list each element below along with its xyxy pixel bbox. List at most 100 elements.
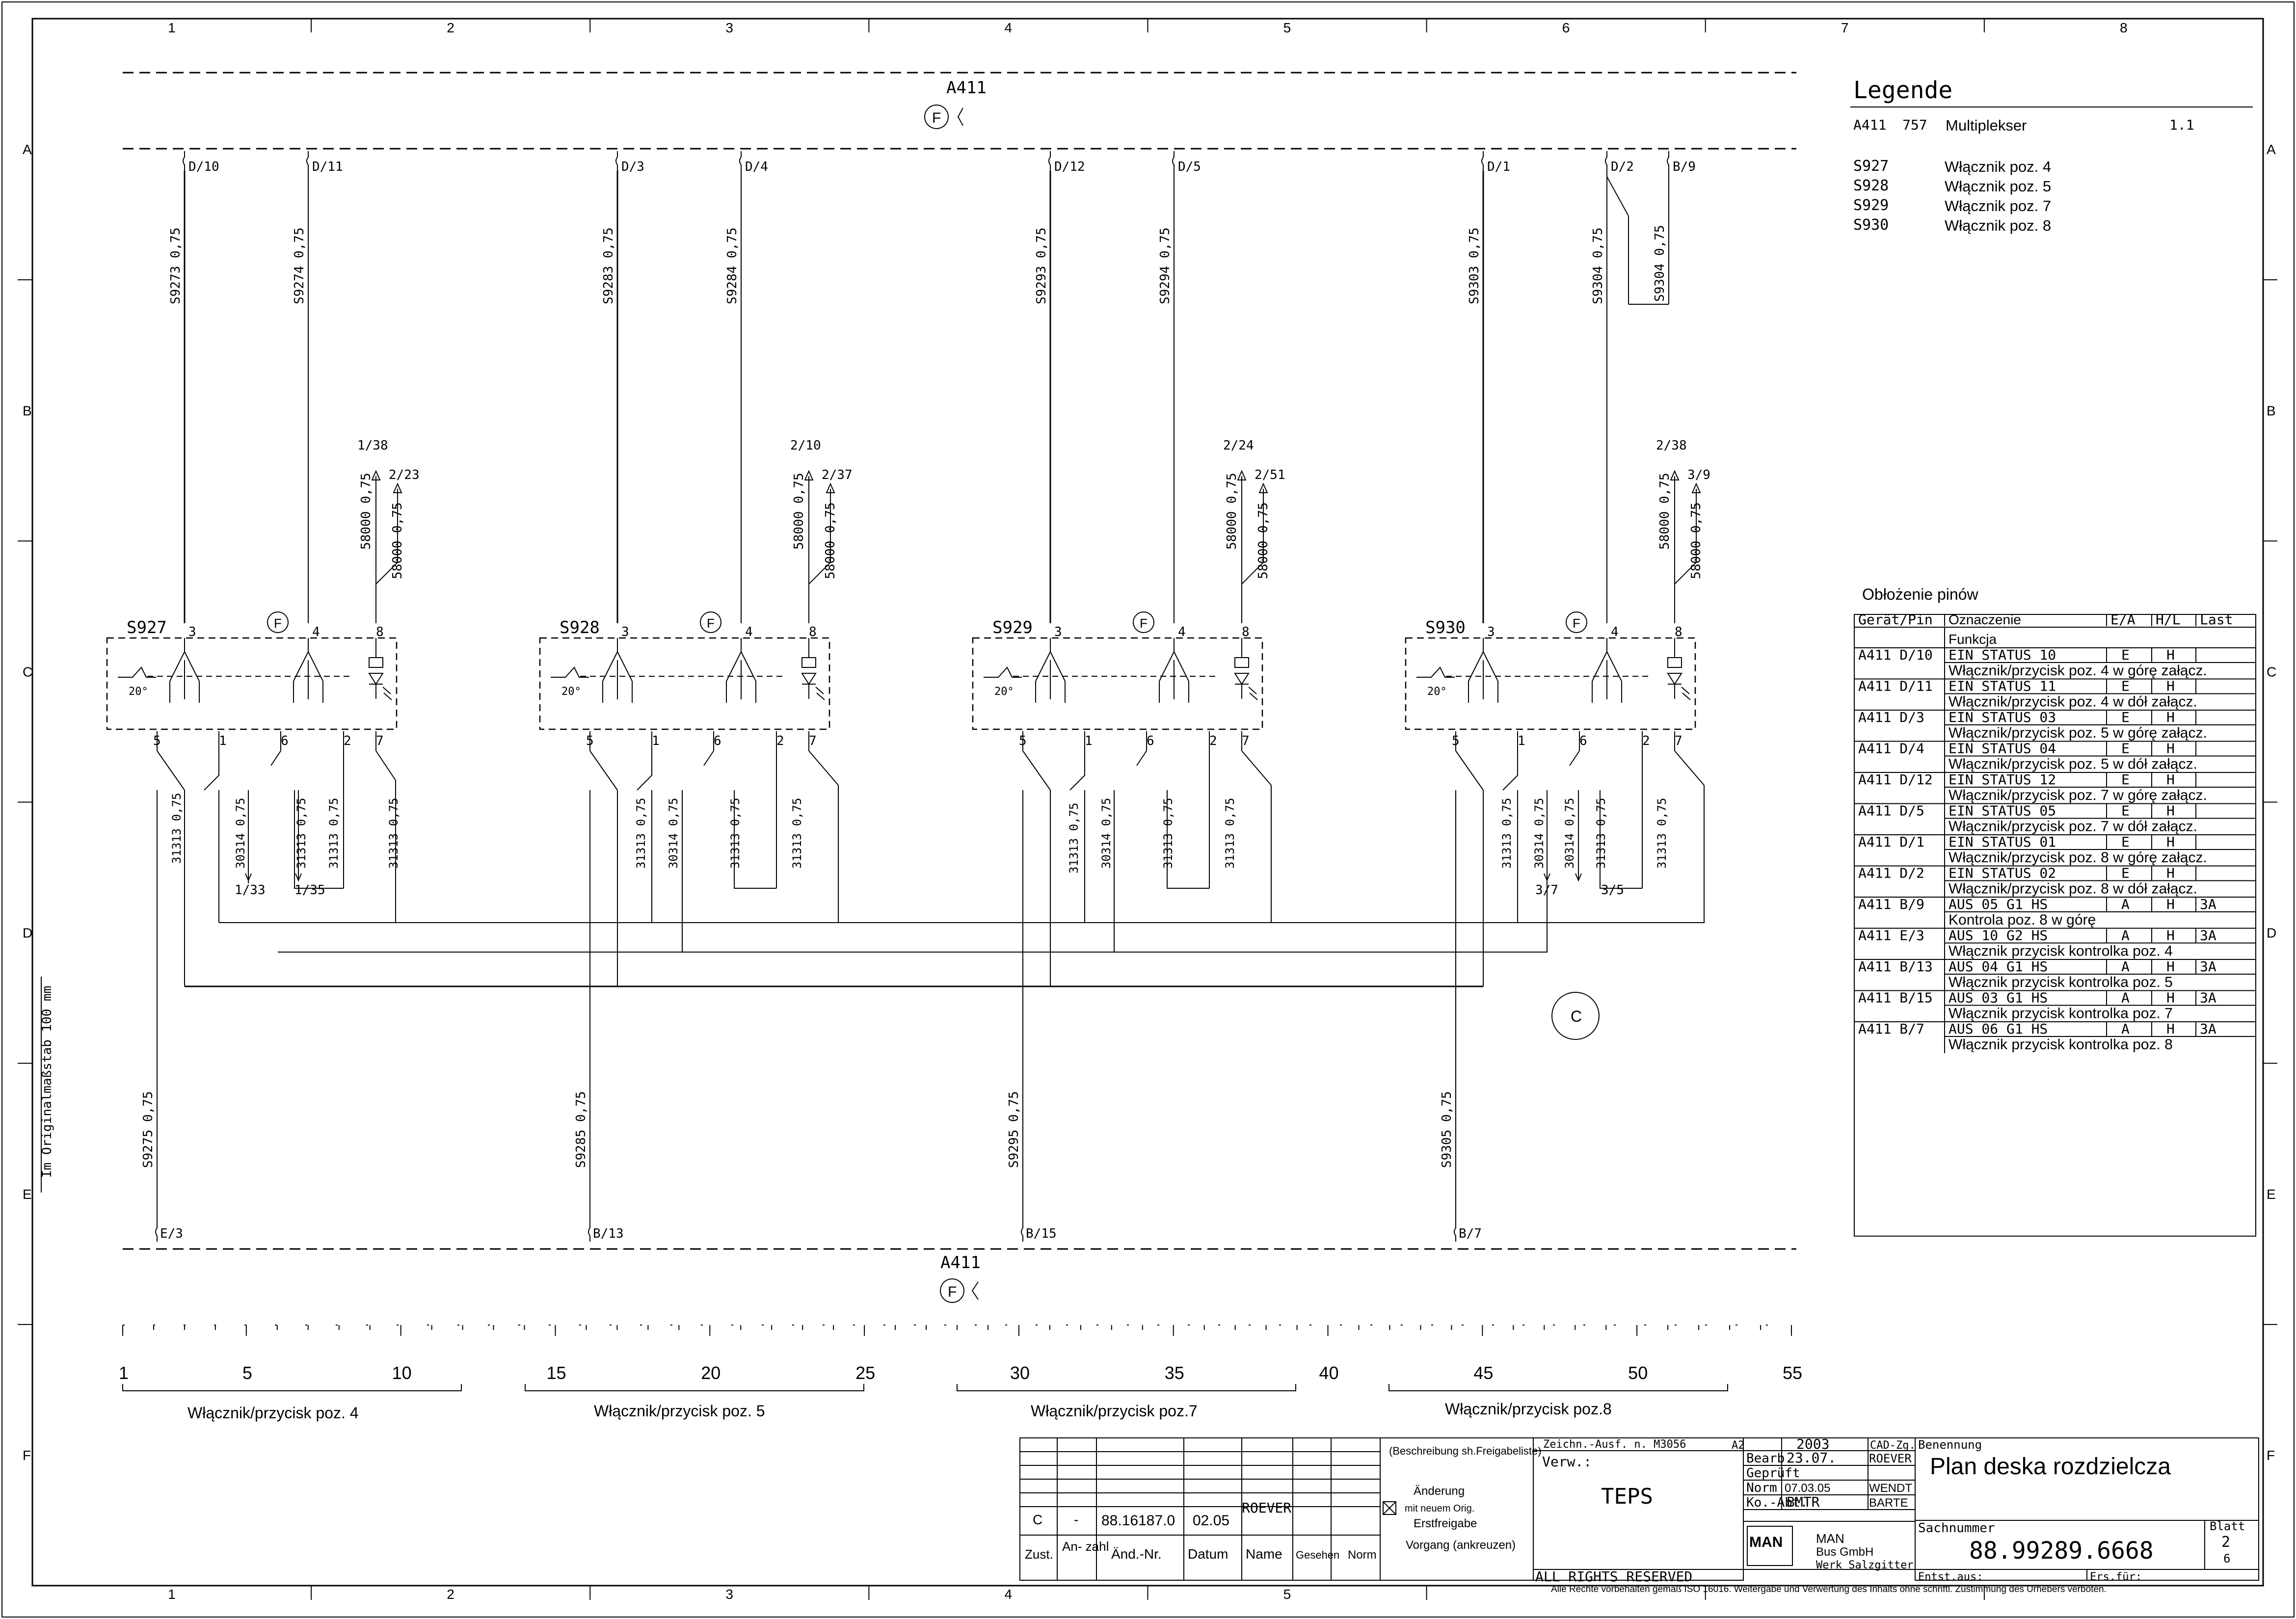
pin-table-cell: E	[2121, 834, 2130, 850]
lower-wire: 31313 0,75	[327, 798, 341, 869]
legend-code: S929	[1853, 197, 1889, 214]
pin-table-cell: E	[2121, 678, 2130, 694]
switch-name: S930	[1425, 618, 1466, 637]
bottom-pin-label: B/15	[1026, 1226, 1057, 1241]
switch-f-marker: F	[1573, 616, 1580, 631]
switch-pin: 7	[376, 734, 384, 748]
change-header: Datum	[1188, 1546, 1228, 1562]
column-number: 8	[2120, 20, 2128, 35]
switch-module-s930: S930 F 3 4 8 20° 5 1 6 2 7	[1405, 611, 1696, 748]
pin-table-function: Włącznik/przycisk poz. 7 w dół załącz.	[1949, 819, 2197, 835]
switch-angle: 20°	[1427, 686, 1447, 698]
tb-date: 23.07.	[1787, 1450, 1836, 1466]
column-number: 3	[725, 20, 733, 35]
switch-pin: 3	[1487, 625, 1495, 639]
change-header: Gesehen	[1296, 1549, 1339, 1561]
supply-ref: 1/38	[357, 438, 388, 453]
top-wire-label: S9304 0,75	[1653, 225, 1667, 302]
lower-wire: 31313 0,75	[1594, 798, 1608, 869]
tb-role: Bearb.	[1746, 1451, 1792, 1466]
company-plant: Werk Salzgitter	[1816, 1559, 1914, 1571]
lower-wire: 31313 0,75	[170, 793, 184, 864]
switch-pin: 1	[652, 734, 660, 748]
bus-top-marker-circle	[924, 105, 949, 129]
top-pin-label: D/5	[1178, 159, 1201, 174]
switch-angle: 20°	[561, 686, 581, 698]
pin-table-cell: A411 D/1	[1858, 834, 1924, 850]
row-letter: D	[2267, 926, 2276, 941]
switch-pin: 6	[1147, 734, 1154, 748]
top-wire-label: S9303 0,75	[1467, 227, 1482, 304]
ruler-number: 45	[1473, 1363, 1493, 1383]
row-letter: A	[2267, 142, 2276, 157]
tb-verw-label: Verw.:	[1542, 1454, 1592, 1470]
supply-ref: 2/10	[790, 438, 821, 453]
tb-cad: CAD-Zg.	[1870, 1439, 1916, 1452]
sheet-marker-circle	[1551, 992, 1600, 1040]
pin-table-cell: A	[2121, 1021, 2130, 1037]
pin-table-cell: E	[2121, 709, 2130, 725]
pin-table-cell: EIN_STATUS_01	[1949, 834, 2056, 850]
tb-name: BARTE	[1869, 1496, 1908, 1510]
row-letter: E	[23, 1187, 32, 1202]
pin-table-function: Włącznik/przycisk poz. 8 w górę załącz.	[1949, 849, 2207, 866]
legend-code: S930	[1853, 216, 1889, 234]
switch-module-s929: S929 F 3 4 8 20° 5 1 6 2 7	[972, 611, 1263, 748]
bottom-pin-label: B/13	[593, 1226, 624, 1241]
ruler-number: 10	[392, 1363, 412, 1383]
pin-table-cell: E	[2121, 771, 2130, 788]
switch-pin: 1	[1085, 734, 1093, 748]
switch-pin: 4	[745, 625, 753, 639]
legend-code: A411	[1853, 117, 1886, 133]
switch-name: S928	[560, 618, 600, 637]
supply-wire: 58000 0,75	[823, 502, 838, 579]
switch-f-marker: F	[707, 616, 715, 631]
legend-text: Włącznik poz. 8	[1945, 217, 2051, 234]
tb-name: WENDT	[1869, 1482, 1912, 1495]
pin-table-cell: 3A	[2200, 1021, 2216, 1037]
pin-table-cell: H	[2166, 678, 2175, 694]
tb-note: (Beschreibung sh.Freigabeliste)	[1389, 1445, 1542, 1457]
tb-date: 07.03.05	[1785, 1482, 1830, 1495]
column-number: 7	[1841, 20, 1849, 35]
pin-table-header: Gerät/Pin	[1858, 611, 1933, 628]
pin-table-function: Włącznik/przycisk poz. 7 w górę załącz.	[1949, 787, 2207, 803]
ruler-number: 50	[1628, 1363, 1648, 1383]
lower-wire: 31313 0,75	[1223, 798, 1237, 869]
bottom-wire-label: S9285 0,75	[574, 1091, 588, 1168]
pin-table-cell: 3A	[2200, 896, 2216, 912]
legend-text: Włącznik poz. 7	[1945, 197, 2051, 214]
lower-wiring: 1/33 1/35 31313 0,75 30314 0,75 31313 0,…	[157, 731, 1705, 987]
change-header: Norm	[1348, 1548, 1377, 1562]
pin-table-cell: A	[2121, 928, 2130, 944]
column-number: 2	[447, 20, 454, 35]
supply-ref: 2/37	[822, 468, 853, 482]
tb-note: Vorgang (ankreuzen)	[1406, 1539, 1516, 1552]
pin-table-header: E/A	[2110, 611, 2136, 628]
top-pin-label: D/11	[312, 159, 343, 174]
lower-wire: 30314 0,75	[667, 798, 680, 869]
row-letter: F	[23, 1448, 31, 1463]
pin-table-cell: E	[2121, 803, 2130, 819]
top-pin: B/9 S9304 0,75	[1629, 151, 1696, 305]
pin-table-cell: H	[2166, 834, 2175, 850]
supply-wire: 58000 0,75	[390, 502, 405, 579]
ruler-number: 25	[855, 1363, 875, 1383]
tb-blatt-total: 6	[2223, 1552, 2230, 1566]
pin-table-cell: EIN_STATUS_04	[1949, 741, 2056, 757]
tb-note: Änderung	[1414, 1485, 1465, 1498]
switch-pin: 1	[219, 734, 227, 748]
column-number: 1	[168, 1587, 176, 1602]
change-aend-nr: 88.16187.0	[1101, 1513, 1175, 1529]
lower-wire: 30314 0,75	[234, 798, 247, 869]
tb-rights: ALL RIGHTS RESERVED	[1535, 1568, 1692, 1585]
switch-pin: 2	[1209, 734, 1217, 748]
row-letter: D	[23, 926, 32, 941]
pin-table-cell: EIN_STATUS_03	[1949, 709, 2056, 726]
ruler-number: 55	[1783, 1363, 1802, 1383]
ruler-group-label: Włącznik/przycisk poz. 5	[594, 1402, 765, 1420]
change-header: An- zahl	[1062, 1539, 1109, 1554]
pin-table-cell: H	[2166, 741, 2175, 757]
pin-table-function: Włącznik/przycisk poz. 8 w dół załącz.	[1949, 881, 2197, 897]
